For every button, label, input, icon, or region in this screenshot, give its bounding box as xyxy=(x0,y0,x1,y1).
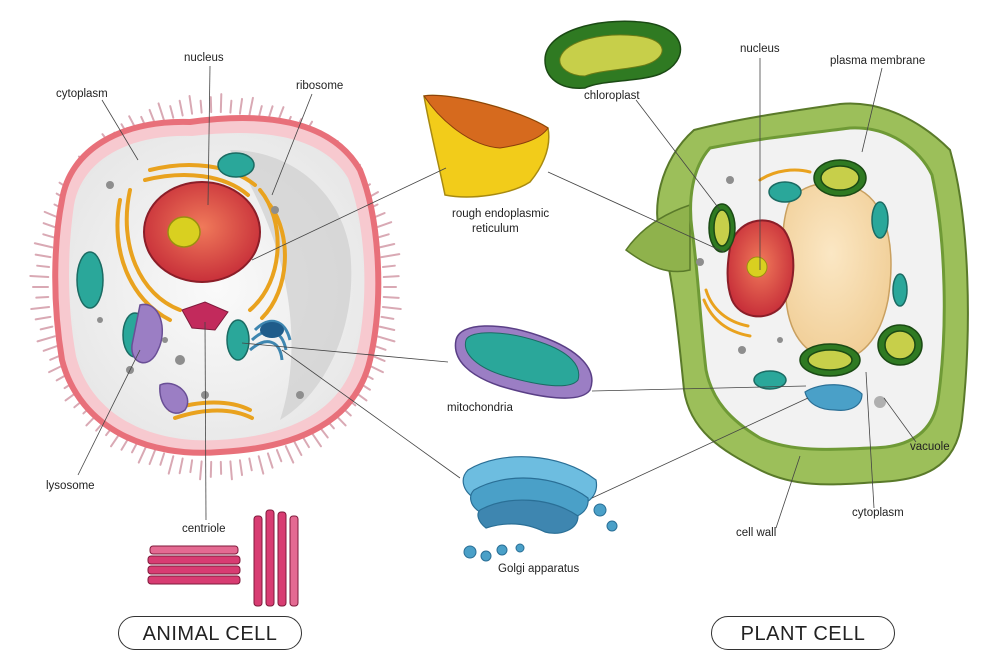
rough-er-illustration xyxy=(424,95,549,196)
cilium xyxy=(44,346,58,351)
cilium xyxy=(190,460,192,472)
animal-golgi-vesicle xyxy=(260,322,284,338)
label-rough-er-line2: reticulum xyxy=(472,223,519,235)
cilium xyxy=(303,437,309,447)
label-animal-lysosome: lysosome xyxy=(46,480,95,492)
label-animal-centriole: centriole xyxy=(182,523,225,535)
cilium xyxy=(286,446,293,462)
label-mitochondria: mitochondria xyxy=(447,402,513,414)
cilium xyxy=(38,336,55,341)
cilium xyxy=(240,460,242,475)
cilium xyxy=(384,297,399,298)
animal-nucleus xyxy=(144,182,260,282)
cilium xyxy=(31,307,49,309)
cilium xyxy=(374,346,385,350)
golgi-illustration xyxy=(463,457,596,533)
cilium xyxy=(37,266,49,267)
cilium xyxy=(36,317,51,320)
label-rough-er-line1: rough endoplasmic xyxy=(452,208,549,220)
plant-cell-title: PLANT CELL xyxy=(711,616,895,650)
animal-nucleolus xyxy=(168,217,200,247)
cilium xyxy=(294,442,301,455)
label-plant-cell-wall: cell wall xyxy=(736,527,776,539)
cilium xyxy=(382,317,394,319)
cilium xyxy=(380,244,395,247)
cilium xyxy=(36,255,51,258)
animal-cell-title: ANIMAL CELL xyxy=(118,616,302,650)
cilium xyxy=(383,266,395,267)
label-animal-cytoplasm: cytoplasm xyxy=(56,88,108,100)
label-golgi: Golgi apparatus xyxy=(498,563,579,575)
cilium xyxy=(259,456,264,473)
cilium xyxy=(377,336,394,341)
label-animal-nucleus: nucleus xyxy=(184,52,224,64)
cilium xyxy=(180,459,183,474)
mitochondria-illustration xyxy=(455,326,591,398)
label-plant-nucleus: nucleus xyxy=(740,43,780,55)
cilium xyxy=(377,234,389,237)
label-plant-vacuole: vacuole xyxy=(910,441,950,453)
cilium xyxy=(170,106,173,118)
cilium xyxy=(160,453,164,464)
cilium xyxy=(382,254,400,257)
label-plant-cytoplasm: cytoplasm xyxy=(852,507,904,519)
cilium xyxy=(230,461,232,479)
plant-cell xyxy=(626,103,968,484)
cilium xyxy=(30,276,48,277)
cilium xyxy=(41,327,53,330)
animal-cell xyxy=(30,94,400,479)
cilium xyxy=(180,101,183,116)
chloroplast-illustration xyxy=(545,21,680,88)
cilium xyxy=(221,94,222,112)
cilium xyxy=(277,450,281,461)
cilium xyxy=(249,459,251,471)
cilium xyxy=(169,456,174,473)
cilium xyxy=(383,307,401,309)
cilium xyxy=(159,103,165,120)
cilium xyxy=(230,101,231,113)
cilium xyxy=(35,243,53,247)
cilium xyxy=(190,96,193,114)
cilium xyxy=(240,99,242,114)
label-plant-plasma-membrane: plasma membrane xyxy=(830,55,925,67)
cilium xyxy=(268,453,273,467)
label-chloroplast: chloroplast xyxy=(584,90,640,102)
cilium xyxy=(36,297,48,298)
plant-nucleolus xyxy=(747,257,767,277)
cilium xyxy=(384,276,399,277)
cilium xyxy=(43,234,55,237)
cilium xyxy=(249,98,253,116)
cilium xyxy=(139,446,146,462)
cilium xyxy=(150,450,155,464)
label-animal-ribosome: ribosome xyxy=(296,80,343,92)
cilium xyxy=(201,101,202,113)
cilium xyxy=(380,327,395,330)
cilium xyxy=(200,461,202,479)
